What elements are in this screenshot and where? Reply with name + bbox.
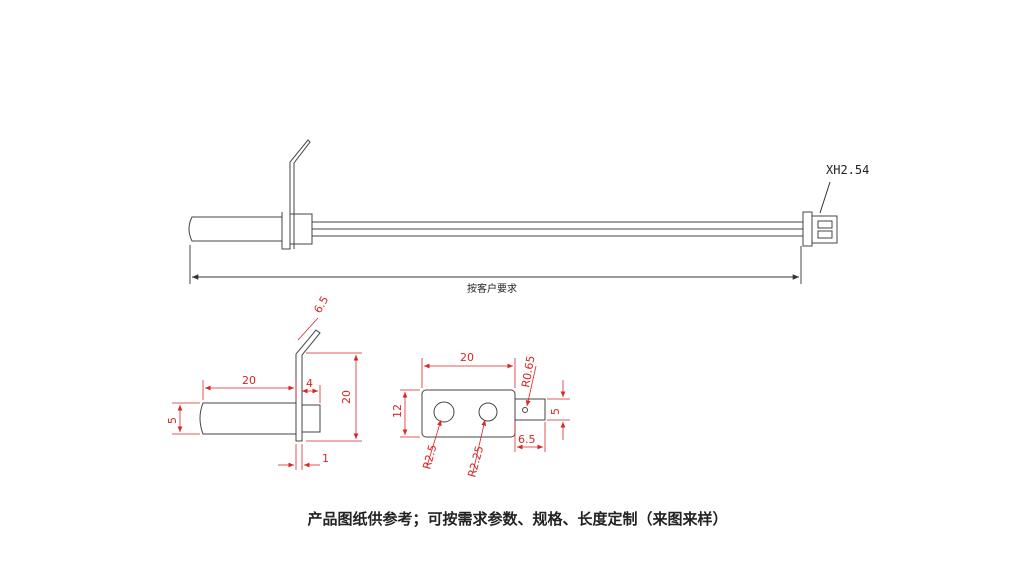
length-label: 按客户要求 [467, 282, 517, 295]
small-hole-dim: R0.65 [519, 355, 537, 389]
hole-medium [478, 402, 498, 422]
side-view: 20 4 20 5 1 6.5 [166, 294, 362, 470]
side-dia-dim: 5 [166, 417, 179, 424]
assembly-view [188, 139, 838, 250]
tab-length-dim: 6.5 [518, 433, 536, 446]
probe-tip [188, 216, 283, 242]
hole-large [433, 401, 455, 423]
plate-tab [514, 398, 546, 421]
plate-view: 20 12 5 6.5 R0.65 R2.5 R2.25 [391, 351, 570, 479]
plate-width-dim: 20 [460, 351, 474, 364]
side-height-dim: 20 [340, 390, 353, 404]
side-length-dim: 20 [242, 374, 256, 387]
connector-label: XH2.54 [826, 163, 869, 177]
tab-width-dim: 5 [549, 408, 562, 415]
hole1-dim: R2.5 [420, 443, 439, 471]
side-bend-dim: 6.5 [311, 294, 331, 316]
hole2-dim: R2.25 [465, 444, 486, 478]
plate-height-dim: 12 [391, 404, 404, 418]
mounting-bracket [281, 139, 311, 250]
side-thickness-dim: 1 [322, 452, 329, 465]
length-dimension [189, 245, 802, 284]
plate-outline [421, 389, 516, 438]
hole-small [522, 407, 528, 413]
drawing-caption: 产品图纸供参考；可按需求参数、规格、长度定制（来图来样） [307, 510, 728, 528]
side-gap-dim: 4 [306, 377, 313, 390]
connector [802, 211, 813, 247]
